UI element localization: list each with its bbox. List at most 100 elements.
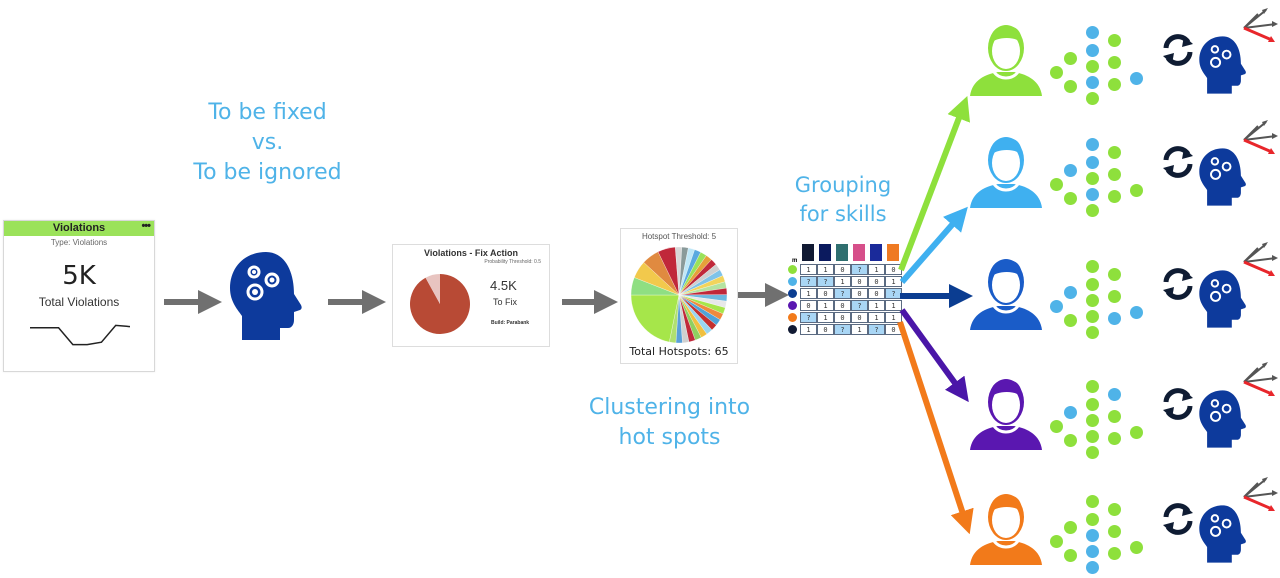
ellipsis-icon[interactable]: ••• <box>141 220 151 232</box>
skill-dot <box>1050 535 1063 548</box>
violations-card[interactable]: Violations ••• Type: Violations 5K Total… <box>3 220 155 372</box>
skill-dot <box>1086 430 1099 443</box>
fix-action-label: To Fix <box>493 297 518 307</box>
fix-action-value: 4.5K <box>490 278 517 293</box>
skill-dot <box>1064 164 1077 177</box>
skill-dot <box>1086 204 1099 217</box>
refresh-cycle-icon <box>1163 388 1193 420</box>
skill-dot <box>1086 188 1099 201</box>
skill-dot <box>1050 178 1063 191</box>
violations-sparkline <box>30 324 130 346</box>
fix-action-build: Build: Parabank <box>491 320 530 326</box>
caption-line: for skills <box>799 202 887 226</box>
caption-line: To be ignored <box>193 160 342 185</box>
learning-head-icon <box>1199 148 1246 206</box>
matrix-cell: 0 <box>834 312 851 323</box>
matrix-cell: 0 <box>800 300 817 311</box>
matrix-cell: 1 <box>817 300 834 311</box>
skill-dot <box>1086 326 1099 339</box>
developer-lightblue-avatar-icon <box>970 137 1042 208</box>
skill-dot <box>1086 260 1099 273</box>
matrix-header-label: m <box>792 258 798 264</box>
skill-dot <box>1108 190 1121 203</box>
matrix-cell: 0 <box>851 312 868 323</box>
developer-blue-skill-cluster <box>1048 258 1148 343</box>
arrow-to-developer-purple <box>899 308 969 403</box>
hotspots-card[interactable]: Hotspot Threshold: 5 Total Hotspots: 65 <box>620 228 738 364</box>
gradient-vectors-icon <box>1243 477 1278 511</box>
skill-dot <box>1064 80 1077 93</box>
skill-dot <box>1108 56 1121 69</box>
matrix-cell: 1 <box>800 324 817 335</box>
matrix-row-marker <box>788 301 797 310</box>
skill-dot <box>1108 290 1121 303</box>
matrix-cell: 1 <box>800 264 817 275</box>
skill-dot <box>1086 156 1099 169</box>
matrix-cell: 1 <box>868 312 885 323</box>
matrix-column-swatch <box>853 244 865 261</box>
developer-green-skill-cluster <box>1048 24 1148 109</box>
matrix-cell: 0 <box>834 264 851 275</box>
skill-dot <box>1108 146 1121 159</box>
matrix-cell: ? <box>851 300 868 311</box>
skill-dot <box>1064 406 1077 419</box>
violations-total-value: 5K <box>62 261 96 291</box>
skill-dot <box>1086 529 1099 542</box>
skill-dot <box>1108 168 1121 181</box>
matrix-cell: ? <box>834 288 851 299</box>
skill-dot <box>1086 278 1099 291</box>
arrow-to-developer-green <box>898 95 971 272</box>
learning-head-icon <box>1199 270 1246 328</box>
hotspot-slice <box>630 294 680 343</box>
caption-grouping: Grouping for skills <box>780 171 906 229</box>
gradient-vectors-icon <box>1243 8 1278 42</box>
gradient-vectors-icon <box>1243 242 1278 276</box>
fix-action-threshold: Probability Threshold: 0.5 <box>484 259 541 265</box>
skill-dot <box>1086 44 1099 57</box>
skill-dot <box>1086 76 1099 89</box>
matrix-cell: 0 <box>851 288 868 299</box>
skill-dot <box>1108 312 1121 325</box>
matrix-cell: ? <box>851 264 868 275</box>
matrix-cell: 1 <box>800 288 817 299</box>
skill-dot <box>1086 513 1099 526</box>
violations-card-title: Violations <box>52 222 106 234</box>
fix-action-card[interactable]: Violations - Fix Action Probability Thre… <box>392 244 550 347</box>
gradient-vectors-icon <box>1243 120 1278 154</box>
matrix-cell: 0 <box>817 324 834 335</box>
skill-dot <box>1130 426 1143 439</box>
skill-dot <box>1086 398 1099 411</box>
caption-fix-vs-ignore: To be fixed vs. To be ignored <box>180 98 355 188</box>
skill-dot <box>1086 414 1099 427</box>
skill-dot <box>1050 420 1063 433</box>
learning-head-icon <box>1199 36 1246 94</box>
skill-dot <box>1064 52 1077 65</box>
matrix-row-marker <box>788 289 797 298</box>
matrix-cell: ? <box>800 312 817 323</box>
skill-dot <box>1064 192 1077 205</box>
matrix-column-swatch <box>819 244 831 261</box>
developer-green-avatar-icon <box>970 25 1042 96</box>
matrix-cell: ? <box>800 276 817 287</box>
refresh-cycle-icon <box>1163 503 1193 535</box>
caption-line: vs. <box>251 130 284 155</box>
skill-dot <box>1086 545 1099 558</box>
refresh-cycle-icon <box>1163 268 1193 300</box>
matrix-row-marker <box>788 325 797 334</box>
violations-card-subtitle: Type: Violations <box>50 238 108 247</box>
refresh-cycle-icon <box>1163 146 1193 178</box>
skill-dot <box>1086 294 1099 307</box>
matrix-cell: 0 <box>868 276 885 287</box>
sparkline-line <box>30 324 130 346</box>
hotspot-slice <box>669 294 680 344</box>
skill-dot <box>1086 446 1099 459</box>
ai-head-icon <box>230 252 302 340</box>
matrix-cell: ? <box>817 276 834 287</box>
skill-dot <box>1108 503 1121 516</box>
skill-dot <box>1086 561 1099 574</box>
developer-purple-avatar-icon <box>970 379 1042 450</box>
matrix-cell: 1 <box>834 276 851 287</box>
violations-card-header: Violations ••• <box>4 220 154 236</box>
